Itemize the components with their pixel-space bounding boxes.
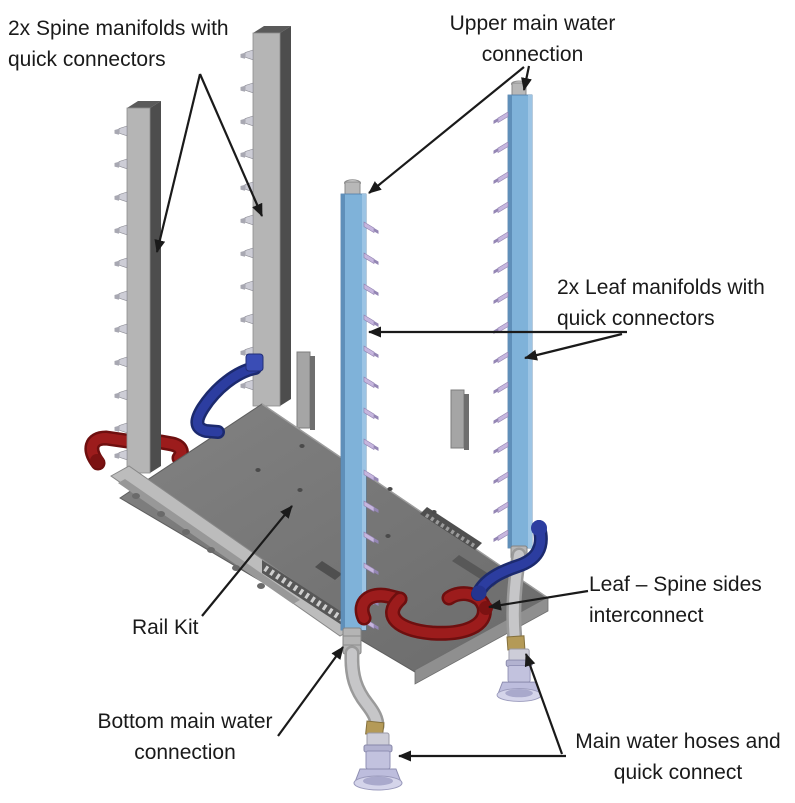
leader-arrows	[154, 65, 627, 762]
leaf-manifold-center	[340, 179, 379, 655]
rail-kit-rear-brackets	[296, 351, 469, 450]
quick-connect-foot-center	[353, 732, 403, 791]
callout-bottom-main-water: Bottom main water connection	[70, 706, 300, 768]
callout-upper-main-water: Upper main water connection	[425, 8, 640, 70]
callout-text: connection	[481, 43, 584, 66]
leader-spine-left	[154, 73, 202, 253]
leader-leaf-right	[524, 332, 623, 361]
callout-text: Rail Kit	[132, 616, 199, 639]
spine-red-hose	[84, 430, 189, 471]
spine-manifold-right	[240, 26, 291, 407]
spine-right-quick-connectors	[240, 49, 254, 391]
leaf-manifold-right	[493, 80, 533, 560]
callout-leaf-spine-interconnect: Leaf – Spine sides interconnect	[589, 569, 762, 631]
callout-text: interconnect	[589, 604, 704, 627]
leaf-spine-hose-blue-left	[190, 353, 264, 439]
leaf-right-quick-connectors	[493, 111, 509, 543]
spine-left-quick-connectors	[114, 125, 128, 461]
callout-text: Bottom main water	[97, 710, 273, 733]
callout-text: quick connect	[613, 761, 743, 784]
rail-slots	[132, 493, 265, 589]
leader-rail-kit	[201, 505, 293, 617]
callout-text: 2x Spine manifolds with	[8, 17, 229, 40]
leader-interconnect	[488, 589, 589, 611]
leader-upper-water-right	[521, 65, 532, 91]
callout-text: Leaf – Spine sides	[589, 573, 762, 596]
callout-text: Upper main water	[449, 12, 616, 35]
callout-text: quick connectors	[8, 48, 166, 71]
callout-leaf-manifolds: 2x Leaf manifolds with quick connectors	[557, 272, 765, 334]
brass-fitting-right	[506, 635, 526, 651]
leader-bottom-water	[277, 646, 344, 737]
callout-text: quick connectors	[557, 307, 715, 330]
callout-text: 2x Leaf manifolds with	[557, 276, 765, 299]
callout-spine-manifolds: 2x Spine manifolds with quick connectors	[8, 13, 229, 75]
leader-upper-water-center	[368, 66, 525, 194]
spine-manifold-left	[114, 101, 161, 474]
leaf-spine-hose-blue-right	[471, 520, 548, 601]
leader-hose-right	[524, 653, 564, 755]
callout-text: Main water hoses and	[575, 730, 781, 753]
leader-spine-right	[198, 73, 264, 217]
callout-main-water-hoses: Main water hoses and quick connect	[562, 726, 794, 788]
callout-text: connection	[134, 741, 236, 764]
callout-rail-kit: Rail Kit	[132, 612, 199, 643]
main-water-hose-center	[344, 645, 403, 791]
